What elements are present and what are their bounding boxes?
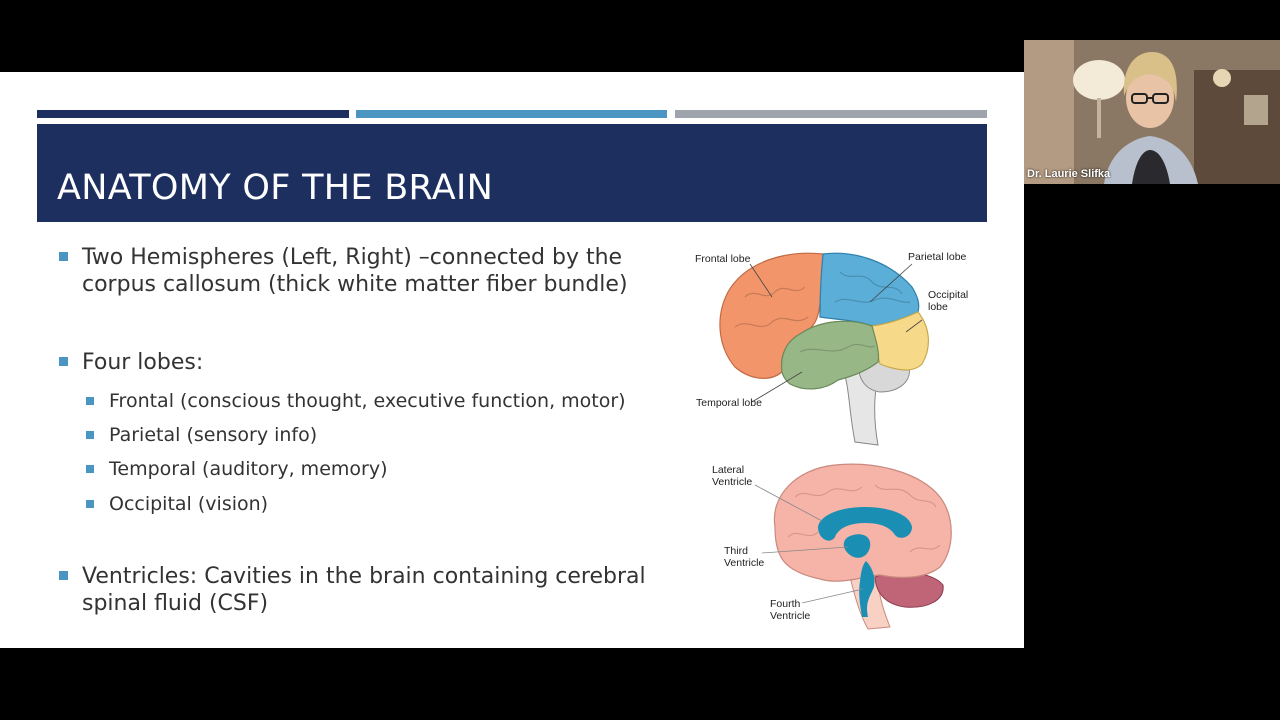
webcam-video-frame xyxy=(1024,40,1280,184)
bullet-text-line1: Ventricles: Cavities in the brain contai… xyxy=(82,564,646,589)
label-temporal-lobe-text: Temporal lobe xyxy=(696,397,762,409)
title-band: ANATOMY OF THE BRAIN xyxy=(37,124,987,222)
occipital-lobe-shape xyxy=(871,311,929,371)
bullet-marker xyxy=(86,465,94,473)
sub-bullet-text: Occipital (vision) xyxy=(109,493,269,515)
bullet-marker xyxy=(86,397,94,405)
third-ventricle-shape xyxy=(843,534,871,558)
label-third-ventricle-2: Ventricle xyxy=(724,557,764,569)
label-occipital-text-2: lobe xyxy=(928,301,948,313)
label-lateral-ventricle-1: Lateral xyxy=(712,464,744,476)
sub-bullet-parietal: Parietal (sensory info) xyxy=(86,423,669,447)
sub-bullet-text: Frontal (conscious thought, executive fu… xyxy=(109,390,626,412)
sub-bullet-occipital: Occipital (vision) xyxy=(86,492,669,516)
bullet-four-lobes: Four lobes: xyxy=(59,349,682,376)
ventricle-gyri-lines xyxy=(787,484,941,553)
slide-title: ANATOMY OF THE BRAIN xyxy=(57,168,494,208)
fourth-ventricle-shape xyxy=(859,561,875,617)
accent-bar-gray xyxy=(675,110,987,118)
bullet-marker xyxy=(86,500,94,508)
sub-bullet-text: Temporal (auditory, memory) xyxy=(109,458,388,480)
bullet-hemispheres: Two Hemispheres (Left, Right) –connected… xyxy=(59,244,682,298)
bullet-text-line2: corpus callosum (thick white matter fibe… xyxy=(82,272,628,297)
label-fourth-ventricle-2: Ventricle xyxy=(770,610,810,622)
brain-ventricles-diagram: Lateral Ventricle Third Ventricle Fourth… xyxy=(712,463,952,630)
accent-bar-blue xyxy=(356,110,667,118)
label-frontal-lobe-text: Frontal lobe xyxy=(695,253,751,265)
sub-bullet-frontal: Frontal (conscious thought, executive fu… xyxy=(86,389,669,413)
brain-lobes-labels: Frontal lobe Parietal lobe Occipital lob… xyxy=(695,251,968,409)
ventricle-leader-lines xyxy=(754,484,864,604)
participant-video-tile[interactable]: Dr. Laurie Slifka xyxy=(1024,40,1280,184)
participant-name-label: Dr. Laurie Slifka xyxy=(1027,168,1111,180)
label-parietal-lobe-text: Parietal lobe xyxy=(908,251,967,263)
accent-bar-navy xyxy=(37,110,349,118)
label-occipital-text-1: Occipital xyxy=(928,289,968,301)
label-lateral-ventricle-2: Ventricle xyxy=(712,476,752,488)
lateral-ventricle-shape xyxy=(818,507,912,541)
bullet-marker xyxy=(59,571,68,580)
bullet-marker xyxy=(59,252,68,261)
temporal-lobe-shape xyxy=(780,320,880,390)
presentation-slide: ANATOMY OF THE BRAIN Two Hemispheres (Le… xyxy=(0,72,1024,648)
label-leader-lines xyxy=(749,263,923,333)
sub-bullet-temporal: Temporal (auditory, memory) xyxy=(86,457,669,481)
bullet-text-line2: spinal fluid (CSF) xyxy=(82,591,269,616)
bullet-ventricles: Ventricles: Cavities in the brain contai… xyxy=(59,563,682,617)
bullet-text: Four lobes: xyxy=(82,350,204,375)
sub-bullet-text: Parietal (sensory info) xyxy=(109,424,318,446)
label-fourth-ventricle-1: Fourth xyxy=(770,598,801,610)
label-third-ventricle-1: Third xyxy=(724,545,748,557)
gyri-lines xyxy=(734,271,911,353)
bullet-text-line1: Two Hemispheres (Left, Right) –connected… xyxy=(82,245,623,270)
bullet-marker xyxy=(59,357,68,366)
bullet-marker xyxy=(86,431,94,439)
brain-lobes-diagram xyxy=(719,252,929,446)
